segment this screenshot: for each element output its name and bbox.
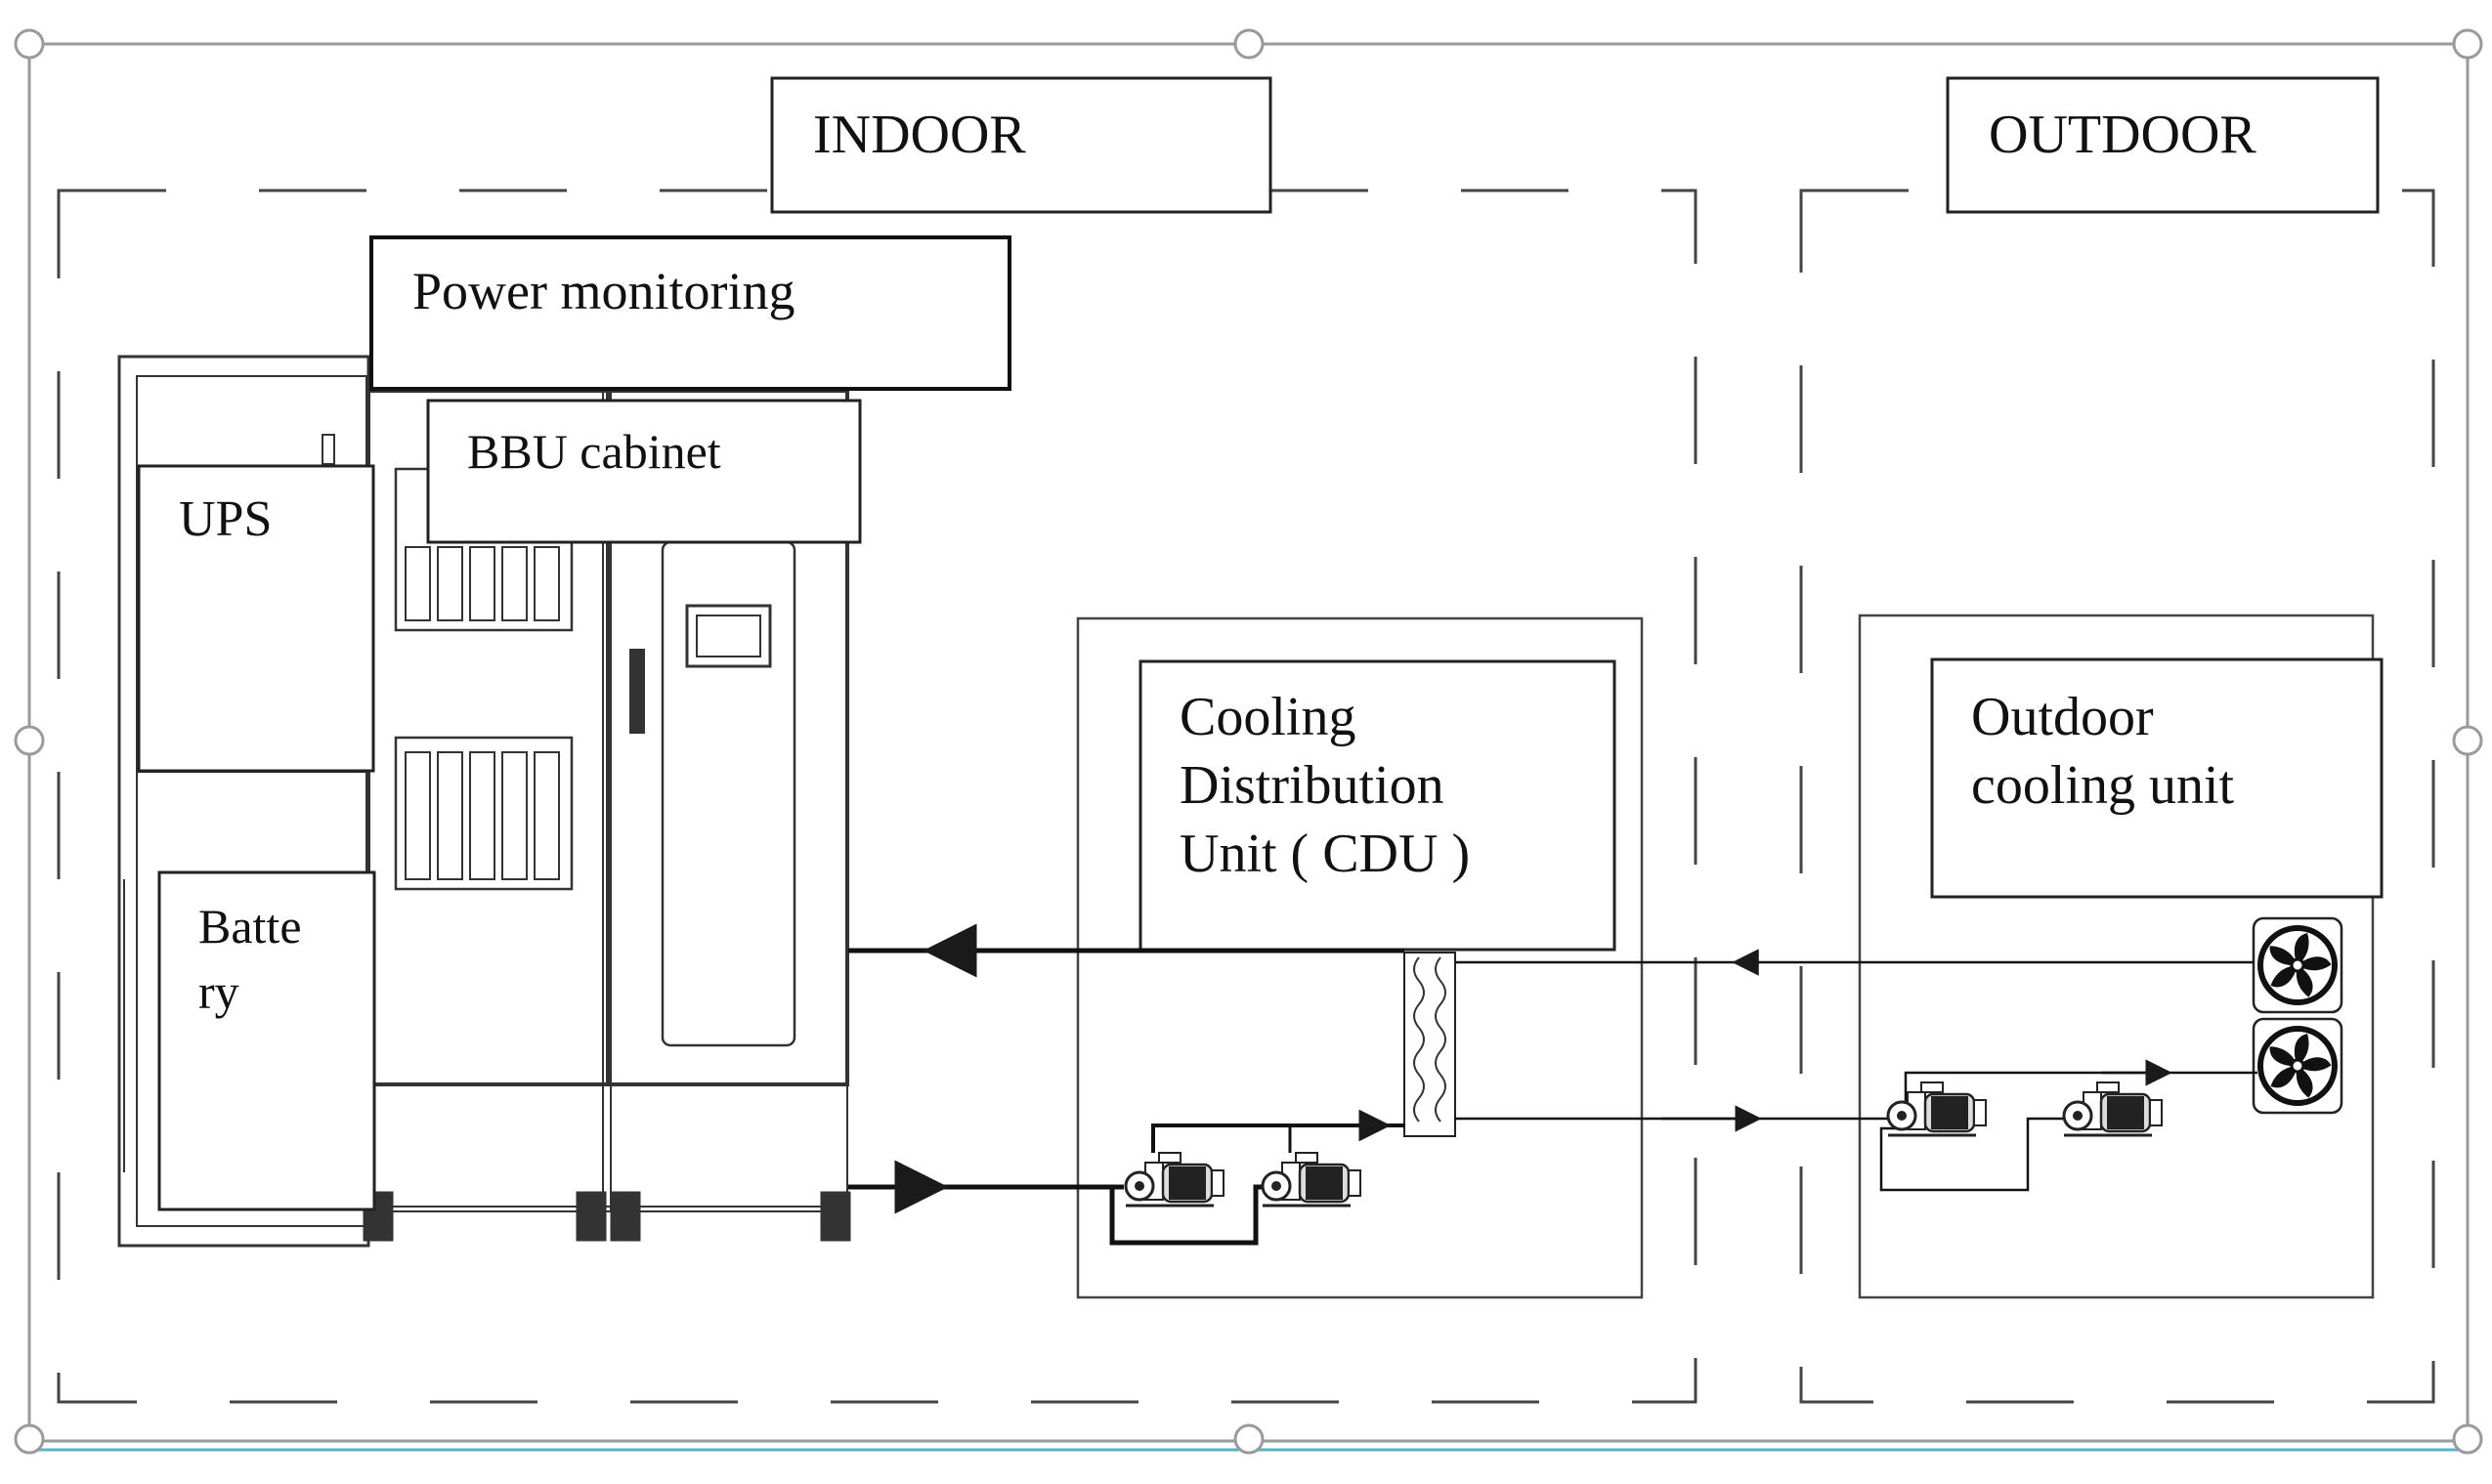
piping — [848, 923, 2257, 1246]
pump-icon — [2062, 1081, 2164, 1137]
bbu-cabinet-box — [426, 399, 862, 544]
outdoor-title-box — [1946, 76, 2380, 214]
resize-handle-bottom[interactable] — [1233, 1423, 1265, 1455]
outdoor-zone-boundary — [1799, 189, 2435, 1404]
ups-box — [137, 464, 375, 773]
resize-handle-bottom-right[interactable] — [2452, 1423, 2483, 1455]
cdu-enclosure — [1076, 616, 1644, 1299]
resize-handle-top[interactable] — [1233, 28, 1265, 60]
battery-box — [157, 870, 376, 1211]
outdoor-cooling-unit-box — [1930, 657, 2384, 899]
outdoor-enclosure — [1858, 614, 2375, 1299]
cdu-box — [1139, 659, 1616, 952]
fan-icon — [2254, 1019, 2342, 1113]
outdoor-unit-label-line2: cooling unit — [1971, 755, 2235, 816]
fan-icon — [2254, 918, 2342, 1012]
cdu-label-line1: Cooling — [1180, 687, 1356, 747]
resize-handle-top-right[interactable] — [2452, 28, 2483, 60]
cdu-label-line2: Distribution — [1180, 755, 1444, 816]
resize-handle-left[interactable] — [14, 725, 45, 756]
indoor-label: INDOOR — [813, 105, 1026, 165]
power-monitoring-box — [369, 235, 1011, 391]
power-monitoring-label: Power monitoring — [412, 262, 795, 320]
battery-label-line2: ry — [198, 964, 239, 1019]
bbu-cabinet-label: BBU cabinet — [467, 424, 721, 479]
selection-frame — [14, 28, 2483, 1455]
battery-label-line1: Batte — [198, 899, 302, 954]
resize-handle-bottom-left[interactable] — [14, 1423, 45, 1455]
resize-handle-top-left[interactable] — [14, 28, 45, 60]
heat-exchanger — [1403, 952, 1456, 1137]
indoor-title-box — [770, 76, 1272, 214]
pump-icon — [1886, 1081, 1988, 1137]
ups-label: UPS — [179, 491, 273, 547]
outdoor-label: OUTDOOR — [1989, 105, 2256, 165]
resize-handle-right[interactable] — [2452, 725, 2483, 756]
outdoor-unit-label-line1: Outdoor — [1971, 687, 2154, 747]
pump-icon — [1124, 1151, 1225, 1208]
pump-icon — [1261, 1151, 1362, 1208]
cdu-label-line3: Unit ( CDU ) — [1180, 824, 1471, 884]
